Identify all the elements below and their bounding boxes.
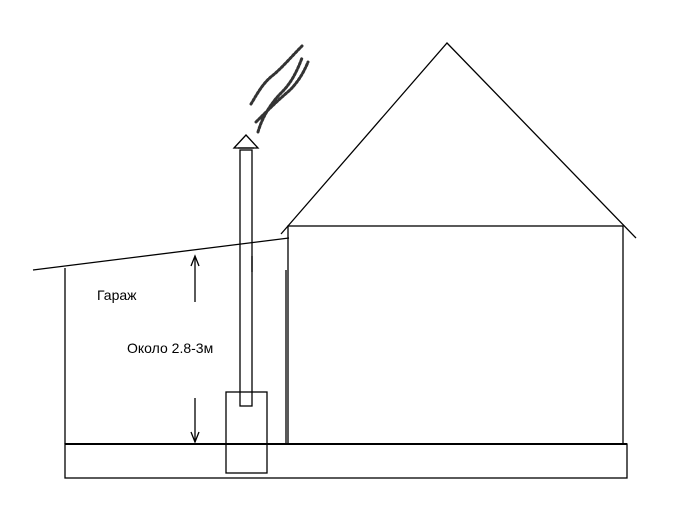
arrow-down-icon [190, 431, 200, 444]
house-wall [287, 225, 624, 445]
arrow-up-icon [190, 254, 200, 267]
stove-box [225, 391, 268, 474]
house-roof [280, 42, 637, 239]
garage-roof [32, 237, 290, 271]
chimney-pipe [239, 149, 253, 407]
chimney-cap [232, 134, 260, 149]
height-label: Около 2.8-3м [127, 340, 214, 356]
foundation [64, 443, 628, 479]
smoke [249, 44, 310, 134]
garage-label: Гараж [97, 287, 137, 303]
